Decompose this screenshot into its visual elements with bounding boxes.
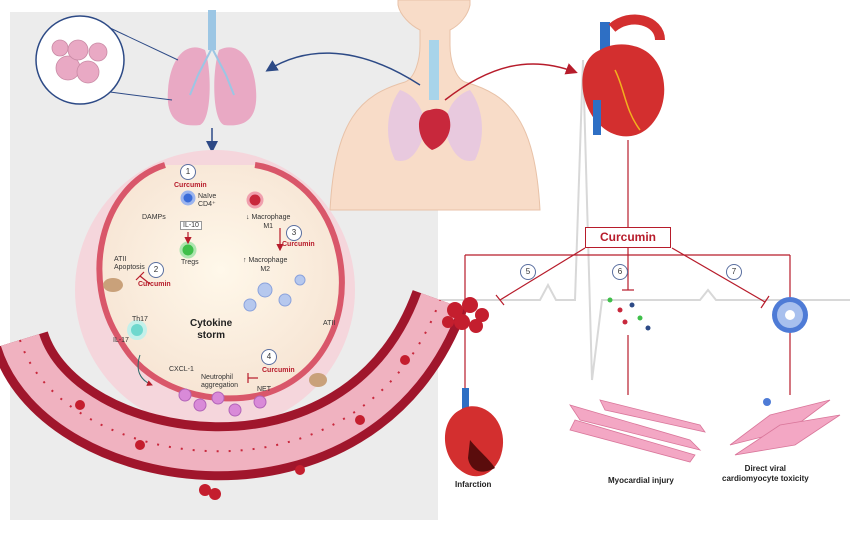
viral-cardiomyocyte [729, 398, 841, 456]
cxcl1-label: CXCL-1 [169, 366, 194, 373]
curcumin-label-4: Curcumin [262, 367, 295, 374]
curcumin-box: Curcumin [585, 227, 671, 248]
macrophage-m2-label: ↑ Macrophage M2 [243, 257, 288, 273]
infarcted-heart-illustration [445, 388, 504, 477]
red-blood-cells [75, 355, 410, 500]
step-3-marker: 3 [286, 225, 302, 241]
th17-label: Th17 [132, 316, 148, 323]
macrophage-m2-cluster [243, 274, 306, 312]
alveoli-cluster [51, 39, 108, 84]
net-label: NET [257, 386, 271, 393]
macrophage-m1-label: ↓ Macrophage M1 [246, 214, 291, 230]
lungs-illustration [167, 10, 257, 126]
neutrophil-aggregation-label: Neutrophil aggregation [201, 374, 238, 389]
step-7-marker: 7 [726, 264, 742, 280]
inhibit-apoptosis [139, 275, 151, 285]
heart-illustration [582, 14, 665, 137]
step-4-marker: 4 [261, 349, 277, 365]
ecg-trace [440, 59, 850, 381]
treg-cell [179, 241, 197, 259]
immune-cells [103, 190, 327, 417]
il17-label: IL-17 [113, 337, 129, 344]
curcumin-label-3: Curcumin [282, 241, 315, 248]
macrophage-m1 [246, 191, 264, 209]
cytokine-storm-label: Cytokine storm [190, 318, 233, 341]
viral-toxicity-label: Direct viral cardiomyocyte toxicity [722, 464, 809, 483]
atii-cell-right [309, 373, 327, 387]
tregs-label: Tregs [181, 259, 199, 266]
step-1-marker: 1 [180, 164, 196, 180]
human-torso-illustration [329, 0, 541, 211]
step-5-marker: 5 [520, 264, 536, 280]
neutrophils [178, 388, 267, 417]
naive-cd4-cell [180, 190, 196, 206]
damps-label: DAMPs [142, 214, 166, 221]
arrow-body-to-heart [444, 63, 578, 101]
atii-cell-left [103, 278, 123, 292]
curcumin-label-2: Curcumin [138, 281, 171, 288]
naive-cd4-label: Naïve CD4⁺ [198, 193, 217, 208]
step-6-marker: 6 [612, 264, 628, 280]
virus-particle [772, 297, 808, 333]
myocardial-injury-particles [607, 297, 651, 331]
curcumin-label-1: Curcumin [174, 182, 207, 189]
myocardial-injury-label: Myocardial injury [608, 476, 674, 485]
atii-label: ATII [323, 320, 336, 327]
curcumin-tree [464, 140, 791, 395]
atii-apoptosis-label: ATII Apoptosis [114, 256, 145, 271]
blood-vessel-inner [0, 292, 459, 472]
il10-label: IL-10 [180, 221, 202, 230]
infarction-cells [442, 297, 489, 333]
th17-cell [127, 320, 147, 340]
myocardial-fibers [569, 399, 706, 463]
step-2-marker: 2 [148, 262, 164, 278]
infarction-label: Infarction [455, 480, 492, 489]
alveolus-wall [96, 162, 345, 402]
arrow-body-to-lungs [265, 52, 421, 86]
